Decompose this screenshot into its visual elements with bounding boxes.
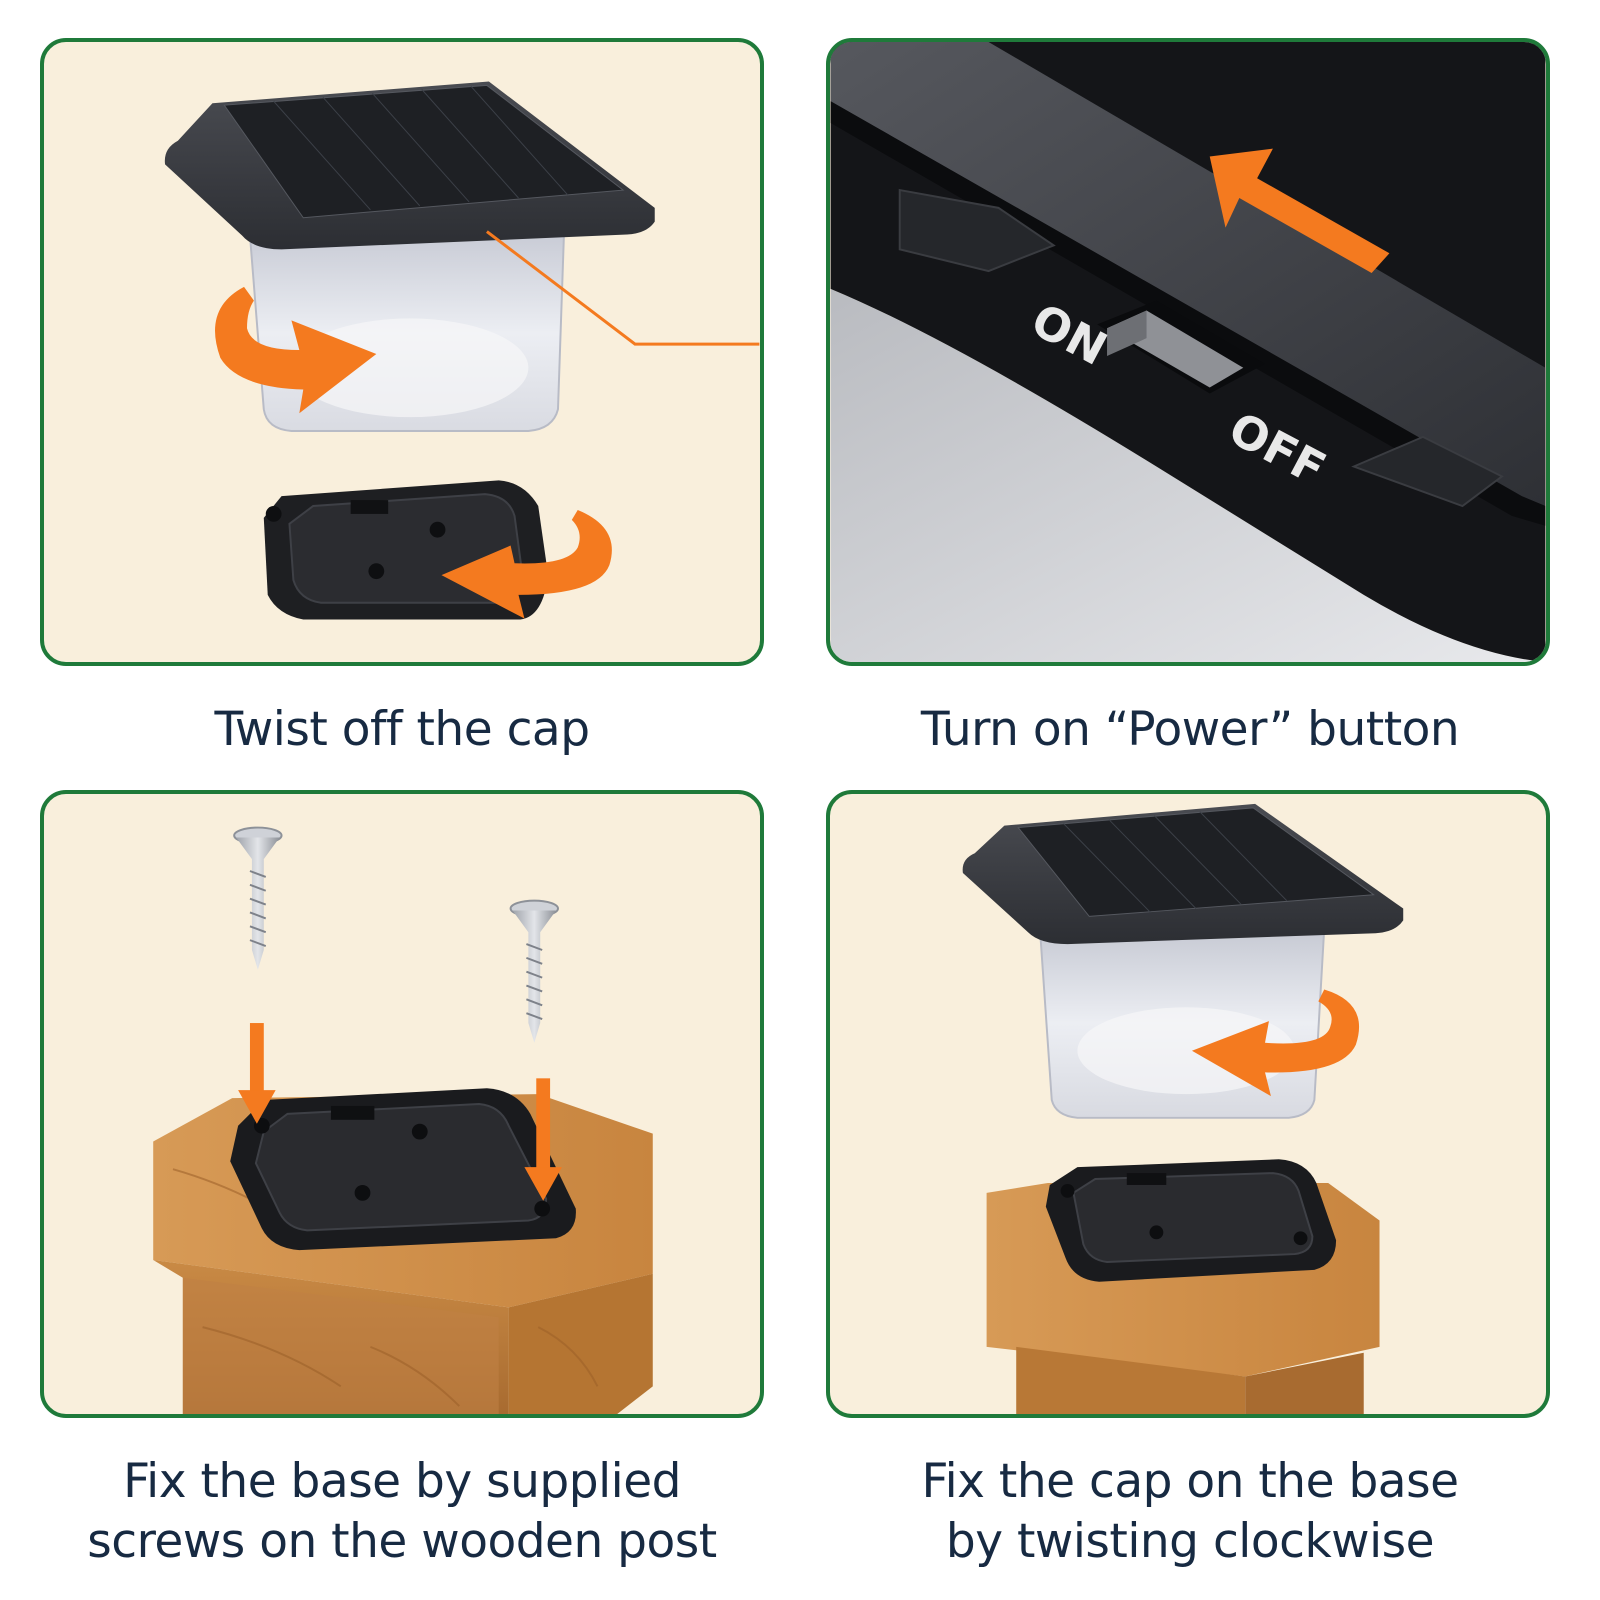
step-4-panel <box>826 790 1550 1418</box>
step-1-caption: Twist off the cap <box>12 700 792 760</box>
light-lens <box>1040 928 1324 1118</box>
step-2-panel: ON OFF <box>826 38 1550 666</box>
solar-panel-icon <box>963 804 1404 944</box>
step-4-caption-line-1: Fix the cap on the base <box>921 1454 1458 1509</box>
step-3-caption-line-2: screws on the wooden post <box>87 1514 716 1569</box>
step-3-panel <box>40 790 764 1418</box>
power-switch-closeup: ON OFF <box>830 42 1546 662</box>
step-3-caption: Fix the base by supplied screws on the w… <box>12 1452 792 1572</box>
fix-cap-illustration <box>830 794 1546 1414</box>
base-plate <box>1046 1159 1336 1281</box>
step-4-caption: Fix the cap on the base by twisting cloc… <box>800 1452 1580 1572</box>
step-3-caption-line-1: Fix the base by supplied <box>123 1454 681 1509</box>
step-2-caption: Turn on “Power” button <box>800 700 1580 760</box>
twist-off-cap-illustration <box>44 42 760 662</box>
step-4-caption-line-2: by twisting clockwise <box>946 1514 1434 1569</box>
fix-base-illustration <box>44 794 760 1414</box>
screw-icon <box>511 901 558 1043</box>
screw-icon <box>234 828 281 970</box>
solar-panel-icon <box>165 81 655 249</box>
step-1-panel <box>40 38 764 666</box>
base-plate <box>230 1088 576 1250</box>
